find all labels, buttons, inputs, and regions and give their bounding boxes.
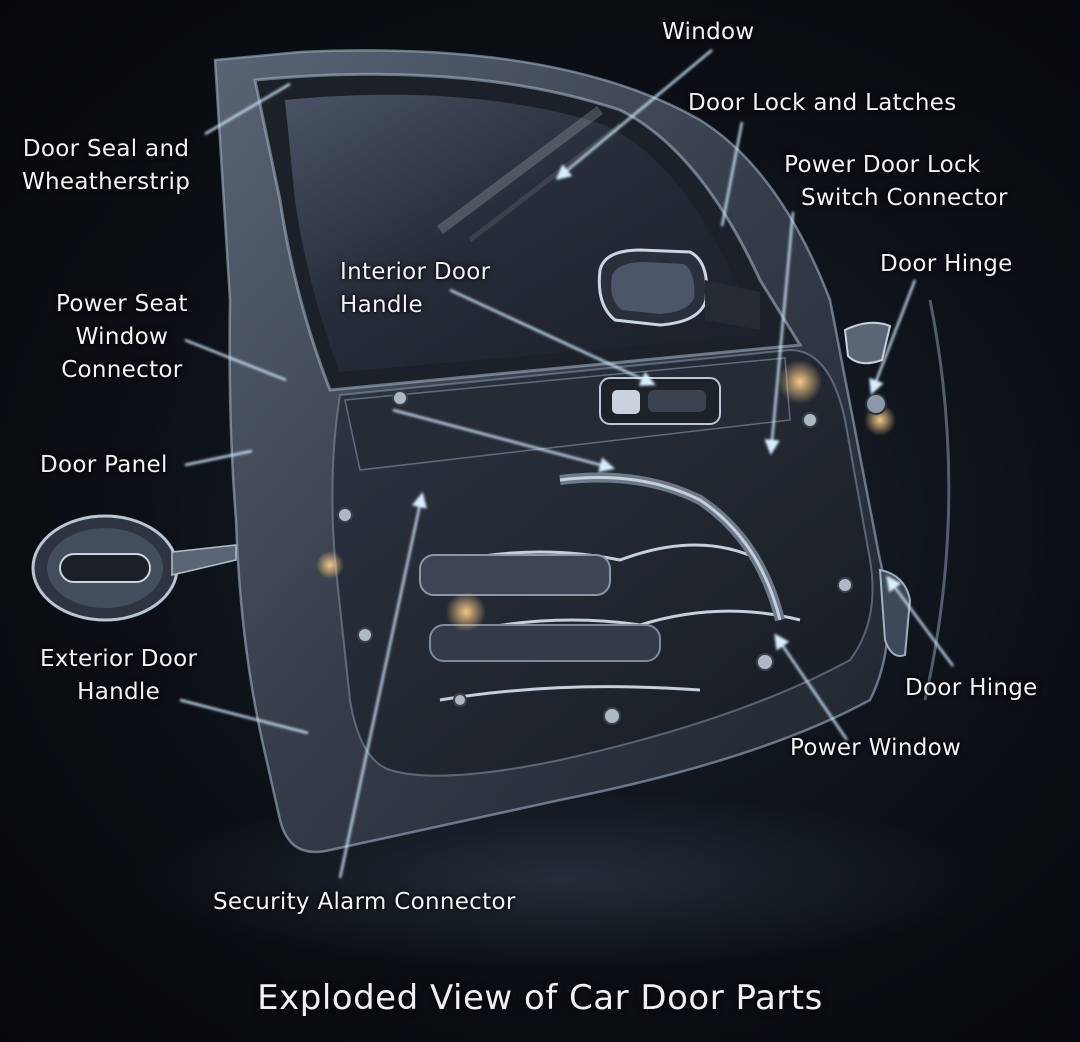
label-power-seat-window-line2: Window	[75, 324, 169, 350]
label-exterior-door-handle-line1: Exterior Door	[40, 646, 198, 672]
warm-glow	[778, 360, 822, 404]
label-power-seat-window-line1: Power Seat	[56, 291, 188, 317]
label-door-hinge-upper: Door Hinge	[880, 248, 1013, 281]
label-security-alarm-text: Security Alarm Connector	[213, 889, 516, 915]
label-power-window: Power Window	[790, 732, 961, 765]
leader-lines	[179, 49, 954, 879]
label-power-door-lock-switch: Power Door Lock Switch Connector	[757, 149, 1008, 215]
label-door-seal-line1: Door Seal and	[22, 136, 190, 162]
label-window-text: Window	[662, 19, 755, 45]
label-door-lock-text: Door Lock and Latches	[688, 90, 957, 116]
hinge-upper	[843, 321, 892, 415]
label-power-window-text: Power Window	[790, 735, 962, 761]
label-power-seat-window-connector: Power Seat Window Connector	[56, 288, 188, 387]
label-window: Window	[662, 16, 755, 49]
label-door-seal: Door Seal and Wheatherstrip	[22, 133, 190, 199]
label-exterior-door-handle: Exterior Door Handle	[40, 643, 197, 709]
label-door-panel-text: Door Panel	[40, 452, 168, 478]
label-interior-door-handle-line1: Interior Door	[340, 259, 491, 285]
label-door-seal-line2: Wheatherstrip	[22, 169, 191, 195]
label-interior-door-handle: Interior Door Handle	[340, 256, 490, 322]
label-exterior-door-handle-line2: Handle	[77, 679, 161, 705]
exterior-handle	[31, 514, 237, 622]
label-door-hinge-upper-text: Door Hinge	[880, 251, 1013, 277]
label-door-hinge-lower-text: Door Hinge	[905, 675, 1038, 701]
side-mirror	[597, 248, 760, 330]
label-door-lock: Door Lock and Latches	[688, 87, 957, 120]
label-security-alarm-connector: Security Alarm Connector	[213, 886, 516, 919]
label-door-hinge-lower: Door Hinge	[905, 672, 1038, 705]
label-power-seat-window-line3: Connector	[61, 357, 183, 383]
diagram-title: Exploded View of Car Door Parts	[257, 978, 823, 1018]
interior-handle	[599, 377, 721, 425]
label-power-door-lock-switch-line2: Switch Connector	[801, 185, 1008, 211]
label-power-door-lock-switch-line1: Power Door Lock	[784, 152, 981, 178]
label-door-panel: Door Panel	[40, 449, 168, 482]
floor-reflection	[130, 790, 990, 970]
bolts	[337, 390, 853, 725]
label-interior-door-handle-line2: Handle	[340, 292, 423, 318]
